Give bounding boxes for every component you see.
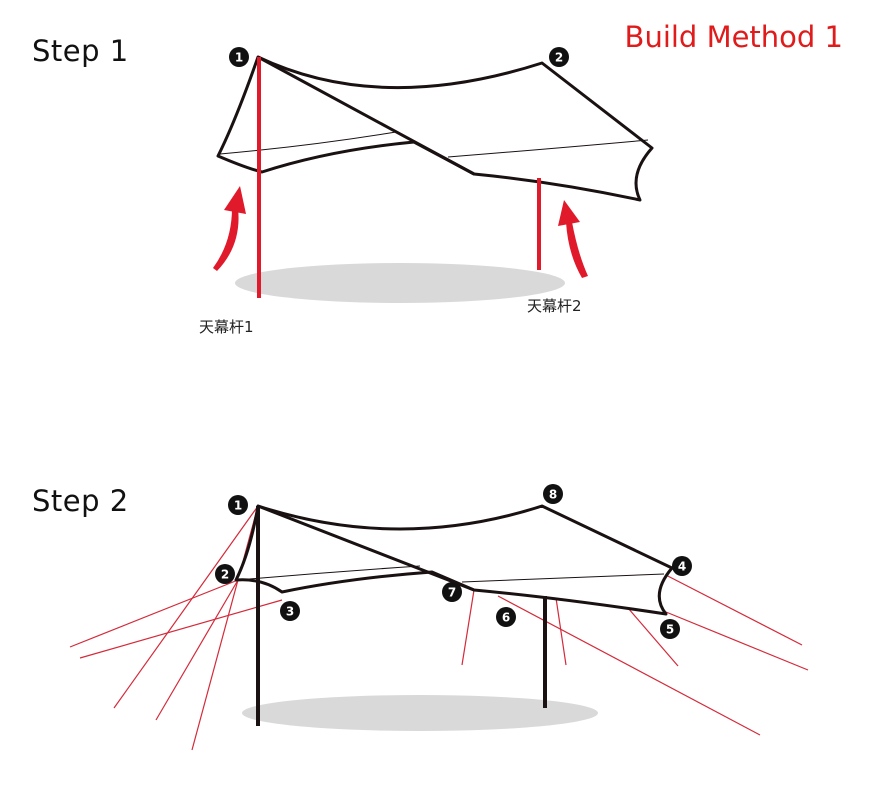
- svg-text:8: 8: [549, 488, 557, 502]
- guy-ropes: [69, 505, 809, 751]
- step-2-illustration: 1 2 3 4 5 6 7 8: [69, 484, 809, 751]
- number-badge-2: 2: [549, 47, 569, 67]
- svg-text:5: 5: [666, 623, 674, 637]
- number-badge-6: 6: [496, 607, 516, 627]
- svg-text:1: 1: [234, 499, 242, 513]
- tarp-seam-right: [461, 573, 665, 583]
- step-1-title: Step 1: [32, 34, 129, 68]
- svg-text:2: 2: [221, 568, 229, 582]
- pole-2-label: 天幕杆2: [527, 297, 582, 315]
- svg-text:1: 1: [235, 51, 243, 65]
- number-badge-8: 8: [543, 484, 563, 504]
- tarp-seam-left: [219, 131, 397, 155]
- ground-shadow: [235, 263, 565, 303]
- step-2-title: Step 2: [32, 484, 129, 518]
- number-badge-2: 2: [215, 564, 235, 584]
- svg-text:7: 7: [448, 586, 456, 600]
- number-badge-4: 4: [672, 556, 692, 576]
- method-title: Build Method 1: [624, 20, 843, 54]
- step-1-illustration: 1 2: [213, 47, 654, 303]
- tarp-outline: [234, 504, 674, 616]
- number-badge-7: 7: [442, 582, 462, 602]
- tarp-seam-right: [447, 139, 649, 158]
- number-badge-5: 5: [660, 619, 680, 639]
- tarp-outline: [216, 55, 654, 202]
- pole-1-label: 天幕杆1: [199, 318, 254, 336]
- tarp-ridge: [257, 55, 475, 176]
- number-badge-1: 1: [228, 495, 248, 515]
- number-badge-1: 1: [229, 47, 249, 67]
- lift-arrow-left: [213, 186, 246, 271]
- svg-text:3: 3: [286, 605, 294, 619]
- svg-text:4: 4: [678, 560, 686, 574]
- ground-shadow: [242, 695, 598, 731]
- lift-arrow-right: [558, 200, 588, 278]
- number-badge-3: 3: [280, 601, 300, 621]
- tarp-ridge: [257, 504, 475, 592]
- svg-text:6: 6: [502, 611, 510, 625]
- svg-text:2: 2: [555, 51, 563, 65]
